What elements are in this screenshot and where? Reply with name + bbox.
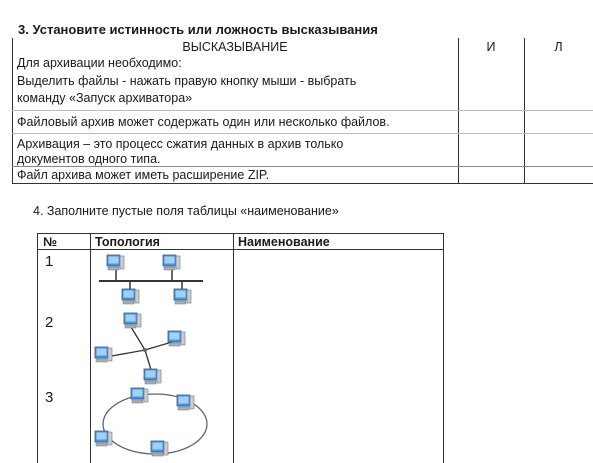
row4-line1: Файл архива может иметь расширение ZIP. [17,168,270,182]
statements-table: ВЫСКАЗЫВАНИЕ И Л Для архивации необходим… [12,38,593,184]
header-topology: Топология [95,235,160,249]
row-num-1: 1 [45,253,54,270]
row-num-2: 2 [45,314,54,331]
row1-line1: Для архивации необходимо: [17,56,182,70]
row3-line1: Архивация – это процесс сжатия данных в … [17,137,344,151]
header-num: № [43,235,57,249]
header-false: Л [554,40,563,54]
header-statement: ВЫСКАЗЫВАНИЕ [182,40,288,54]
star-topology-icon [94,312,186,385]
header-name: Наименование [238,235,330,249]
task4-title: 4. Заполните пустые поля таблицы «наимен… [33,204,339,218]
bus-topology-icon [99,254,203,305]
row-num-3: 3 [45,389,54,406]
row2-line1: Файловый архив может содержать один или … [17,115,390,129]
header-true: И [486,40,496,54]
row3-line2: документов одного типа. [17,152,161,166]
ring-topology-icon [94,387,208,457]
task3-title: 3. Установите истинность или ложность вы… [18,22,378,37]
topology-table: № Топология Наименование 1 2 3 [37,233,444,463]
row1-line3: команду «Запуск архиватора» [17,91,193,105]
row1-line2: Выделить файлы - нажать правую кнопку мы… [17,74,357,88]
